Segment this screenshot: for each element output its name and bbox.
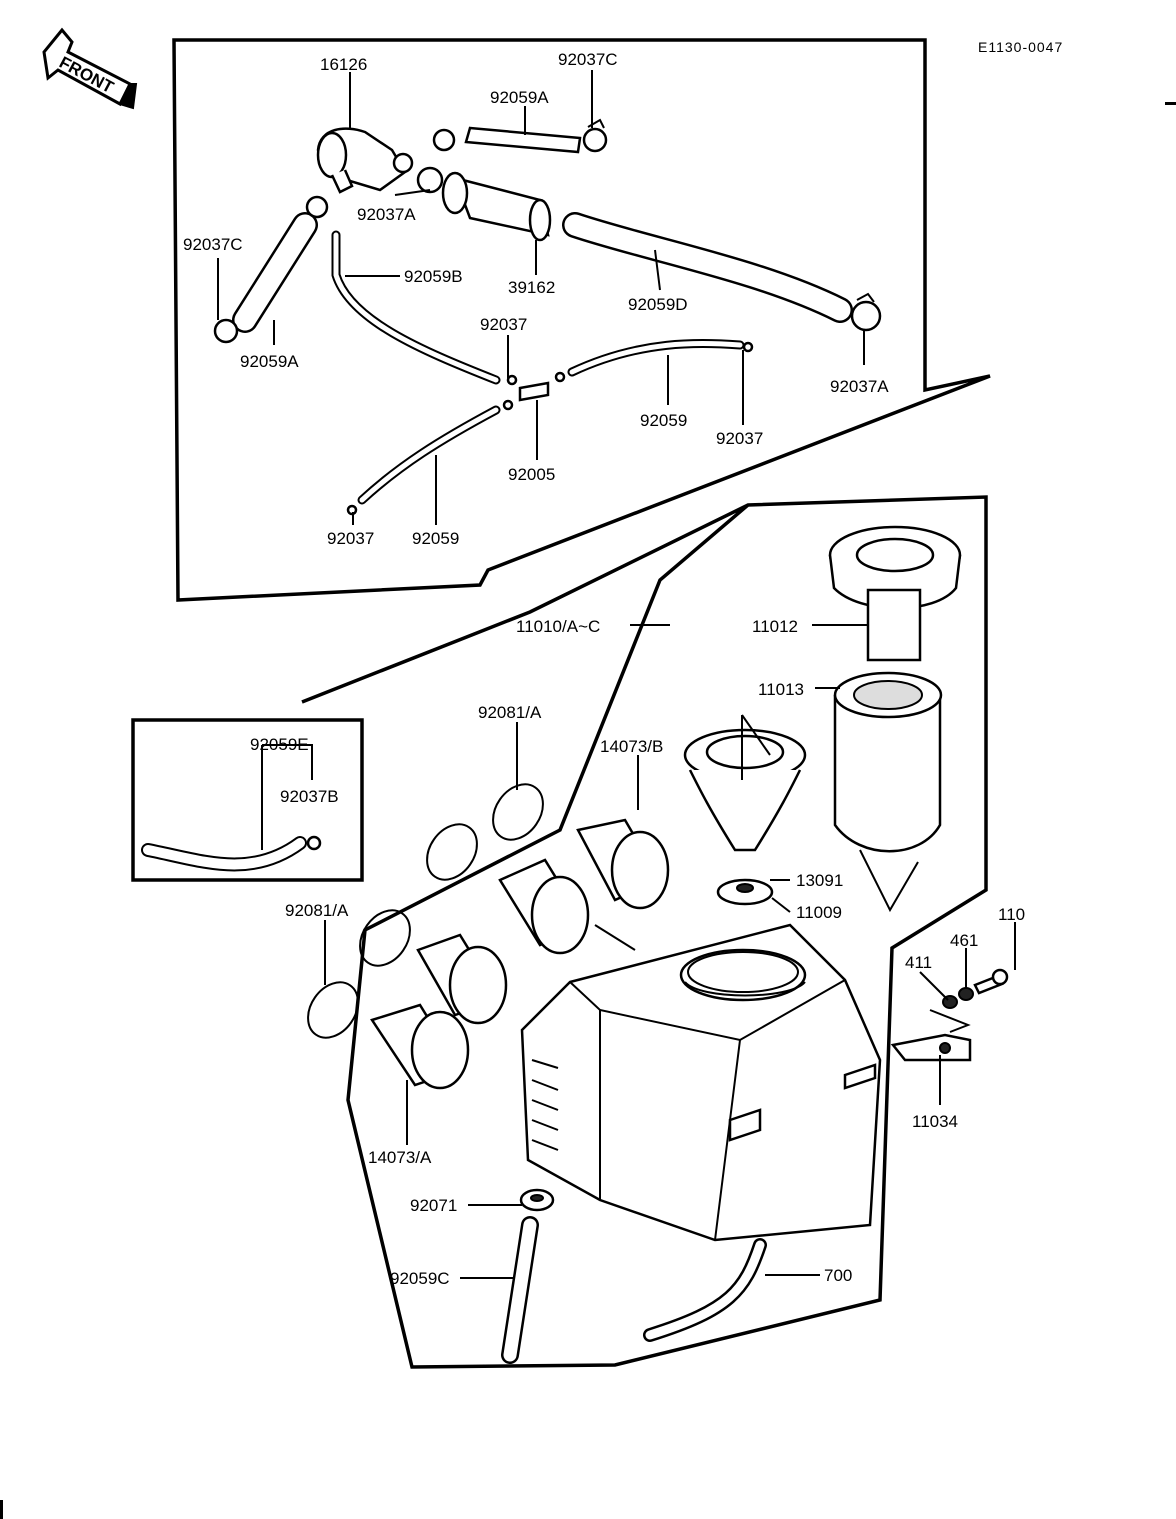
label-92059-b: 92059	[412, 529, 459, 548]
label-92059B: 92059B	[404, 267, 463, 286]
duct-14073B	[498, 818, 670, 955]
hose-92059A-left	[232, 212, 318, 333]
clamp-92037A-right	[850, 292, 882, 332]
label-39162: 39162	[508, 278, 555, 297]
grommet-92071	[519, 1188, 555, 1212]
label-92059C: 92059C	[390, 1269, 450, 1288]
tank-body	[520, 923, 882, 1242]
document-code: E1130-0047	[978, 39, 1063, 55]
label-92037A-right: 92037A	[830, 377, 889, 396]
label-14073B: 14073/B	[600, 737, 663, 756]
label-92037C-left: 92037C	[183, 235, 243, 254]
label-92059A-top: 92059A	[490, 88, 549, 107]
filter-39162	[441, 171, 552, 242]
o-ring-92081-left	[307, 909, 411, 1039]
label-11013: 11013	[758, 680, 804, 699]
label-92059E: 92059E	[250, 735, 309, 754]
clamp-92037A-mid	[416, 128, 456, 194]
label-13091: 13091	[796, 871, 843, 890]
strainer-13091	[683, 714, 807, 852]
leader-lines	[217, 70, 1016, 1279]
label-92081A-top: 92081/A	[478, 703, 542, 722]
label-110: 110	[998, 905, 1025, 924]
label-16126: 16126	[320, 55, 367, 74]
label-92059-a: 92059	[640, 411, 687, 430]
hose-92059C	[501, 1216, 539, 1364]
label-11012: 11012	[752, 617, 798, 636]
label-11009: 11009	[796, 903, 842, 922]
hose-700	[643, 1238, 767, 1342]
label-14073A: 14073/A	[368, 1148, 432, 1167]
inset-hose	[141, 835, 322, 872]
hose-92059D	[562, 212, 853, 323]
front-arrow-icon: FRONT	[42, 27, 138, 110]
upper-group-outline	[172, 38, 991, 602]
label-92037A-mid: 92037A	[357, 205, 416, 224]
clamp-92037C-left	[213, 195, 329, 344]
fitting-92005	[502, 371, 566, 411]
filter-element-11013	[833, 671, 943, 853]
valve-16126	[316, 127, 414, 194]
label-92037-c: 92037	[327, 529, 374, 548]
label-92071: 92071	[410, 1196, 457, 1215]
lower-group-outline	[301, 495, 988, 1369]
label-92037-a: 92037	[480, 315, 527, 334]
label-700: 700	[824, 1266, 852, 1285]
inset-box	[131, 718, 364, 882]
label-92005: 92005	[508, 465, 555, 484]
cap-11012	[828, 525, 962, 662]
label-92037-b: 92037	[716, 429, 763, 448]
label-461: 461	[950, 931, 978, 950]
label-411: 411	[905, 953, 932, 972]
bolt-110	[973, 968, 1009, 995]
hose-92059A-top	[464, 126, 582, 154]
label-11034: 11034	[912, 1112, 958, 1131]
washer-11009	[716, 878, 774, 906]
label-92059A-left: 92059A	[240, 352, 299, 371]
label-92037B: 92037B	[280, 787, 339, 806]
o-ring-92081-top	[426, 783, 544, 881]
bracket-11034	[890, 1033, 972, 1062]
washer-461	[958, 987, 974, 1001]
clamp-92037C-top	[582, 118, 608, 153]
label-92059D: 92059D	[628, 295, 688, 314]
label-11010: 11010/A~C	[516, 617, 600, 636]
label-92081A-left: 92081/A	[285, 901, 349, 920]
duct-14073A	[370, 933, 508, 1090]
label-92037C-top: 92037C	[558, 50, 618, 69]
